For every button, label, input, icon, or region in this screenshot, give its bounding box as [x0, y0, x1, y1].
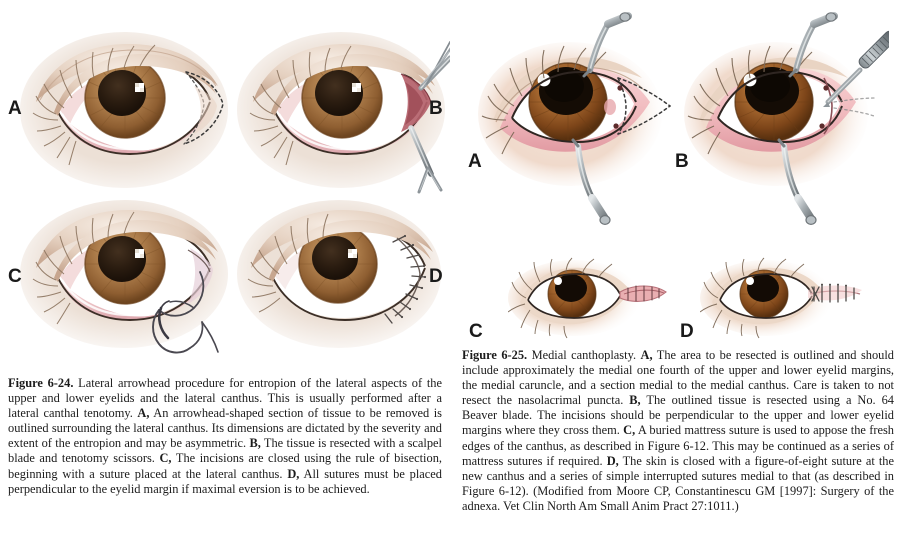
caption-bold-run: C,: [623, 423, 636, 438]
figure-6-24-label-c: C: [8, 266, 23, 287]
figure-of-eight-and-interrupted-sutures: [808, 283, 862, 303]
suture-needle-and-thread: [152, 271, 219, 354]
figure-6-24-label-b: B: [429, 98, 444, 119]
interrupted-sutures: [384, 235, 426, 324]
figure-6-24-panel-b-illustration: [235, 28, 450, 198]
figure-6-24-caption: Figure 6-24. Lateral arrowhead procedure…: [8, 376, 442, 496]
thumb-forceps-icon: [408, 125, 443, 194]
buried-mattress-suture: [619, 285, 667, 302]
nasolacrimal-punctum-upper: [617, 85, 623, 91]
caption-bold-run: D,: [287, 466, 300, 481]
figure-6-25-panel-c-illustration: [508, 256, 678, 341]
caption-bold-run: B,: [249, 436, 261, 451]
tenotomy-scissors-icon: [418, 41, 450, 91]
stay-hook-retractor-lower: [571, 138, 611, 226]
figure-6-25-panel-a-illustration: [478, 6, 678, 246]
figure-6-24-panel-c-illustration: [18, 198, 233, 373]
figure-6-25-label-b: B: [675, 151, 690, 172]
nasolacrimal-punctum-lower: [613, 123, 619, 129]
caption-bold-run: D,: [606, 453, 619, 468]
figure-6-24-panel-d-illustration: [235, 198, 450, 373]
figure-6-24-label-a: A: [8, 98, 23, 119]
figure-6-25-caption: Figure 6-25. Medial canthoplasty. A, The…: [462, 348, 895, 513]
caption-bold-run: Figure 6-24.: [8, 376, 74, 390]
caption-bold-run: A,: [137, 406, 150, 421]
stay-hook-retractor-upper: [582, 12, 632, 78]
figure-6-25-label-a: A: [468, 151, 483, 172]
caption-bold-run: B,: [629, 393, 641, 408]
beaver-blade-handle-icon: [823, 30, 889, 107]
suture-knots: [400, 234, 427, 319]
caption-bold-run: C,: [159, 451, 172, 466]
figure-6-25-label-d: D: [680, 321, 695, 342]
figure-6-25-label-c: C: [469, 321, 484, 342]
stay-hook-retractor-upper: [788, 12, 838, 78]
caption-bold-run: Figure 6-25.: [462, 348, 528, 362]
figure-6-24-panel-a-illustration: [18, 28, 233, 198]
figure-6-24-label-d: D: [429, 266, 444, 287]
figure-6-25-panel-d-illustration: [700, 256, 875, 341]
caption-bold-run: A,: [640, 348, 653, 362]
figure-6-25-panel-b-illustration: [684, 6, 889, 246]
stay-hook-retractor-lower: [777, 138, 817, 226]
